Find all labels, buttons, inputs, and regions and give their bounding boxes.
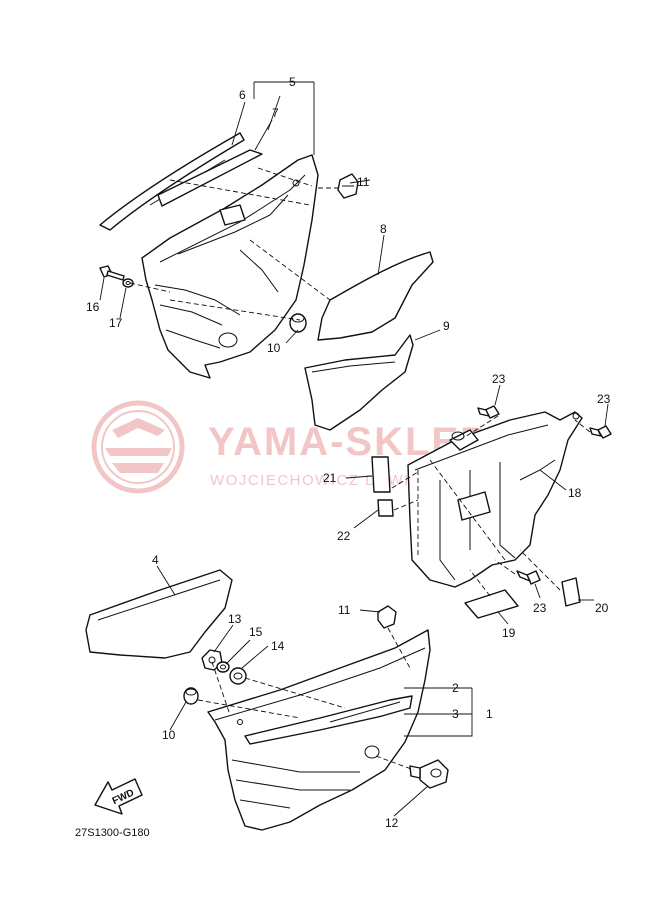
label-16: 16 [86, 300, 100, 314]
label-23-top: 23 [492, 372, 506, 386]
label-11-upper: 11 [357, 175, 370, 189]
side-cover-lower [207, 629, 431, 831]
damper-22 [377, 499, 394, 517]
label-9: 9 [443, 319, 450, 333]
label-5: 5 [289, 75, 296, 89]
label-15: 15 [249, 625, 263, 639]
bolt-23-bottom [516, 570, 541, 585]
label-10-upper: 10 [267, 341, 281, 355]
battery-box [407, 411, 583, 588]
label-21: 21 [323, 471, 337, 485]
label-18: 18 [568, 486, 582, 500]
pad-19 [464, 589, 519, 619]
damper-21 [371, 456, 391, 493]
bolt-23-right [589, 425, 612, 439]
grommet-upper [289, 313, 307, 333]
pad-9 [304, 334, 414, 431]
pad-8 [317, 251, 434, 341]
label-20: 20 [595, 601, 609, 615]
clip-upper [337, 173, 359, 199]
grommet-lower [183, 687, 199, 705]
fwd-arrow-icon: FWD [94, 778, 143, 815]
diagram-code: 27S1300-G180 [75, 827, 150, 839]
side-cover-upper [99, 132, 319, 379]
label-23-bottom: 23 [533, 601, 547, 615]
label-10-lower: 10 [162, 728, 176, 742]
clip-lower [377, 605, 397, 629]
label-19: 19 [502, 626, 516, 640]
washer-15 [216, 661, 230, 673]
label-17: 17 [109, 316, 123, 330]
label-2: 2 [452, 681, 459, 695]
label-12: 12 [385, 816, 399, 830]
label-3: 3 [452, 707, 459, 721]
label-13: 13 [228, 612, 242, 626]
label-8: 8 [380, 222, 387, 236]
label-7: 7 [272, 106, 279, 120]
label-4: 4 [152, 553, 159, 567]
lock-12 [409, 759, 449, 789]
watermark-logo [91, 400, 185, 494]
label-11-lower: 11 [338, 603, 351, 617]
label-22: 22 [337, 529, 351, 543]
screw-16 [99, 265, 125, 281]
label-1: 1 [486, 707, 493, 721]
damper-20 [561, 577, 581, 607]
label-14: 14 [271, 639, 285, 653]
bolt-23-top [477, 405, 500, 419]
grommet-14 [229, 667, 247, 685]
label-6: 6 [239, 88, 246, 102]
washer-17 [122, 278, 134, 288]
pad-4 [85, 569, 233, 659]
label-23-right: 23 [597, 392, 611, 406]
